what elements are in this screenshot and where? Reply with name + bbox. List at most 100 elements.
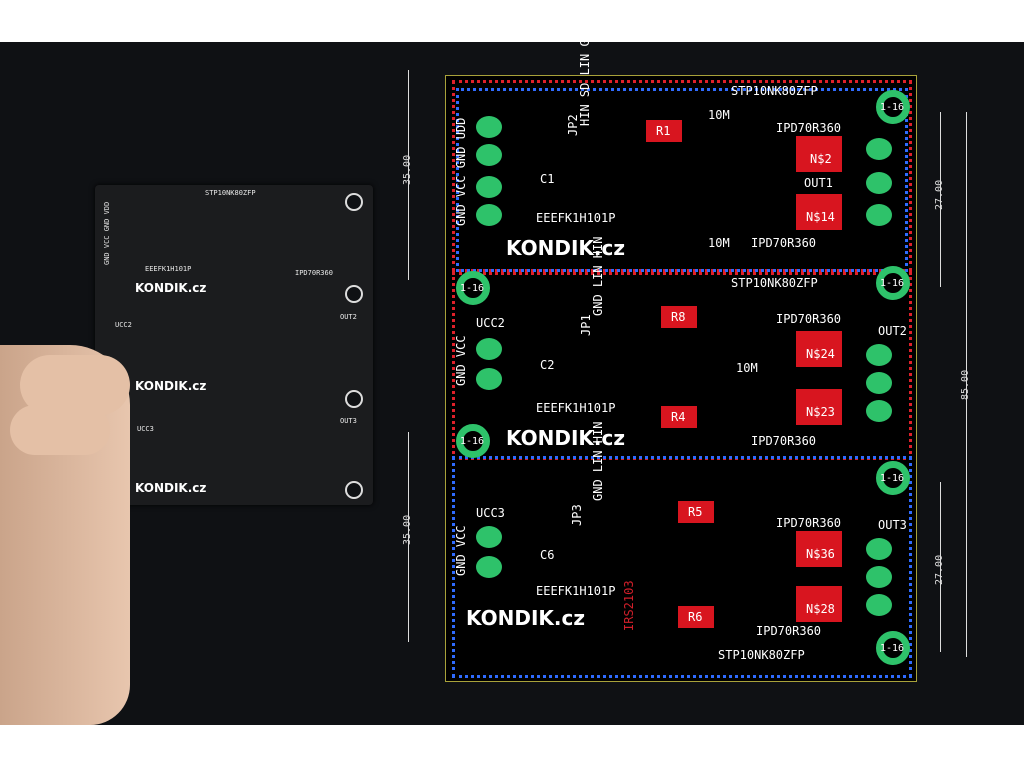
pcb-logo: KONDIK.cz bbox=[135, 379, 207, 393]
layout-logo: KONDIK.cz bbox=[506, 426, 625, 450]
pcb-logo: KONDIK.cz bbox=[135, 281, 207, 295]
mosfet-label: IPD70R360 bbox=[776, 516, 842, 530]
resistor-label: 10M bbox=[736, 361, 758, 375]
pcb-label: STP10NK80ZFP bbox=[205, 189, 256, 197]
jumper-label: JP3 bbox=[570, 504, 584, 526]
mosfet-label: IPD70R360 bbox=[776, 121, 842, 135]
pad bbox=[476, 116, 502, 138]
dimension-label: 35.00 bbox=[402, 514, 413, 545]
mosfet-label: IPD70R360 bbox=[751, 434, 817, 448]
pad bbox=[866, 538, 892, 560]
layout-logo: KONDIK.cz bbox=[506, 236, 625, 260]
mosfet-label: IPD70R360 bbox=[756, 624, 822, 638]
net-label: N$14 bbox=[806, 210, 835, 224]
layout-logo: KONDIK.cz bbox=[466, 606, 585, 630]
mosfet-pad bbox=[796, 331, 842, 367]
cap-part-label: EEEFK1H101P bbox=[536, 211, 616, 225]
pad bbox=[476, 526, 502, 548]
mount-ring bbox=[456, 424, 490, 458]
resistor-pad bbox=[661, 306, 697, 328]
connector-label: GND VCC GND UDD bbox=[454, 117, 468, 226]
mosfet-label: STP10NK80ZFP bbox=[718, 648, 805, 662]
mount-ring bbox=[876, 631, 910, 665]
cap-label: C2 bbox=[540, 358, 555, 372]
pad bbox=[866, 204, 892, 226]
mosfet-pad bbox=[796, 531, 842, 567]
dimension-line bbox=[408, 70, 409, 280]
resistor-label: R5 bbox=[688, 505, 703, 519]
dimension-line bbox=[940, 482, 941, 652]
supply-label: UCC2 bbox=[476, 316, 505, 330]
physical-pcb: STP10NK80ZFP IPD70R360 EEEFK1H101P UCC2 … bbox=[95, 185, 373, 505]
resistor-pad bbox=[678, 501, 714, 523]
pcb-label: UCC3 bbox=[137, 425, 154, 433]
resistor-pad bbox=[661, 406, 697, 428]
jumper-pins-label: HIN SD LIN GND bbox=[578, 24, 592, 126]
mount-hole bbox=[345, 193, 363, 211]
pad bbox=[476, 556, 502, 578]
mount-hole-label: 1-16 bbox=[460, 436, 485, 447]
cap-part-label: EEEFK1H101P bbox=[536, 401, 616, 415]
cap-label: C6 bbox=[540, 548, 555, 562]
jumper-pins-label: GND LIN HIN bbox=[591, 421, 605, 501]
pad bbox=[866, 172, 892, 194]
mount-ring bbox=[456, 271, 490, 305]
connector-label: GND VCC bbox=[454, 335, 468, 386]
mount-ring bbox=[876, 461, 910, 495]
pad bbox=[476, 338, 502, 360]
resistor-label: 10M bbox=[708, 236, 730, 250]
mount-hole bbox=[345, 285, 363, 303]
mosfet-label: IPD70R360 bbox=[776, 312, 842, 326]
pcb-label: OUT3 bbox=[340, 417, 357, 425]
out-label: OUT1 bbox=[804, 176, 833, 190]
pad bbox=[476, 204, 502, 226]
cap-part-label: EEEFK1H101P bbox=[536, 584, 616, 598]
mount-hole-label: 1-16 bbox=[880, 473, 905, 484]
pcb-connector-label: GND VCC GND VDD bbox=[103, 201, 111, 265]
mosfet-pad bbox=[796, 586, 842, 622]
dimension-label: 85.00 bbox=[960, 369, 971, 400]
dimension-label: 27.00 bbox=[934, 554, 945, 585]
dimension-line bbox=[408, 432, 409, 642]
net-label: N$36 bbox=[806, 547, 835, 561]
ic-label: IRS2103 bbox=[622, 580, 636, 631]
mosfet-label: IPD70R360 bbox=[751, 236, 817, 250]
mosfet-pad bbox=[796, 136, 842, 172]
mount-hole-label: 1-16 bbox=[880, 102, 905, 113]
pcb-label: EEEFK1H101P bbox=[145, 265, 192, 273]
connector-label: GND VCC bbox=[454, 525, 468, 576]
mount-hole-label: 1-16 bbox=[880, 278, 905, 289]
out-label: OUT3 bbox=[878, 518, 907, 532]
mosfet-label: STP10NK80ZFP bbox=[731, 84, 818, 98]
pad bbox=[866, 138, 892, 160]
pcb-label: UCC2 bbox=[115, 321, 132, 329]
pcb-label: OUT2 bbox=[340, 313, 357, 321]
dimension-line bbox=[966, 112, 967, 657]
mount-hole bbox=[345, 390, 363, 408]
pad bbox=[866, 344, 892, 366]
mount-hole bbox=[345, 481, 363, 499]
dimension-line bbox=[940, 112, 941, 287]
mount-ring bbox=[876, 266, 910, 300]
net-label: N$28 bbox=[806, 602, 835, 616]
mount-ring bbox=[876, 90, 910, 124]
dimension-label: 27.00 bbox=[934, 179, 945, 210]
resistor-label: R1 bbox=[656, 124, 671, 138]
pcb-layout: GND VCC GND UDD C1 EEEFK1H101P JP2 HIN S… bbox=[445, 25, 917, 682]
mosfet-pad bbox=[796, 194, 842, 230]
net-label: N$24 bbox=[806, 347, 835, 361]
dimension-label: 35.00 bbox=[402, 154, 413, 185]
net-label: N$2 bbox=[810, 152, 832, 166]
cap-label: C1 bbox=[540, 172, 555, 186]
pad bbox=[866, 566, 892, 588]
pad bbox=[476, 144, 502, 166]
resistor-label: R6 bbox=[688, 610, 703, 624]
pad bbox=[866, 400, 892, 422]
pad bbox=[866, 594, 892, 616]
net-label: N$23 bbox=[806, 405, 835, 419]
resistor-label: R4 bbox=[671, 410, 686, 424]
jumper-label: JP1 bbox=[579, 314, 593, 336]
resistor-pad bbox=[646, 120, 682, 142]
pad bbox=[866, 372, 892, 394]
mosfet-pad bbox=[796, 389, 842, 425]
